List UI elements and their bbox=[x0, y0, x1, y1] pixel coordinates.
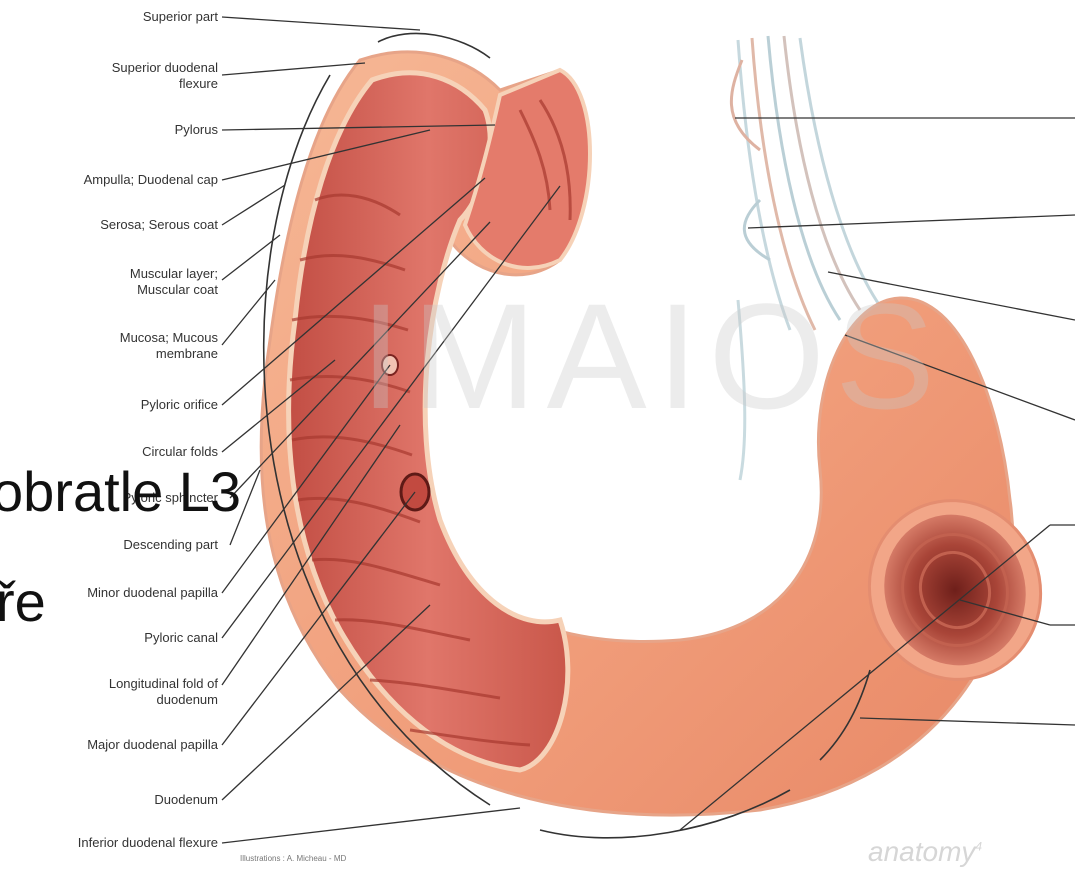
anatomy-logo: anatomy4 bbox=[868, 836, 982, 868]
anatomy-logo-text: anatomy bbox=[868, 836, 975, 867]
label-circular-folds: Circular folds bbox=[142, 444, 218, 460]
label-muscular-layer: Muscular layer; Muscular coat bbox=[130, 266, 218, 298]
label-descending-part: Descending part bbox=[123, 537, 218, 553]
overlay-text-line2: ře bbox=[0, 574, 46, 630]
illustration-credit: Illustrations : A. Micheau - MD bbox=[240, 854, 346, 863]
label-minor-papilla: Minor duodenal papilla bbox=[87, 585, 218, 601]
label-longitudinal-fold: Longitudinal fold of duodenum bbox=[109, 676, 218, 708]
label-duodenum: Duodenum bbox=[154, 792, 218, 808]
label-inferior-flexure: Inferior duodenal flexure bbox=[78, 835, 218, 851]
label-superior-part: Superior part bbox=[143, 9, 218, 25]
label-serosa: Serosa; Serous coat bbox=[100, 217, 218, 233]
label-major-papilla: Major duodenal papilla bbox=[87, 737, 218, 753]
label-ampulla: Ampulla; Duodenal cap bbox=[84, 172, 218, 188]
label-pyloric-canal: Pyloric canal bbox=[144, 630, 218, 646]
imaios-watermark: IMAIOS bbox=[360, 270, 945, 443]
label-mucosa: Mucosa; Mucous membrane bbox=[120, 330, 218, 362]
anatomy-logo-super: 4 bbox=[975, 840, 982, 854]
overlay-text-line1: obratle L3 bbox=[0, 464, 241, 520]
label-pylorus: Pylorus bbox=[175, 122, 218, 138]
label-superior-flexure: Superior duodenal flexure bbox=[112, 60, 218, 92]
label-pyloric-orifice: Pyloric orifice bbox=[141, 397, 218, 413]
